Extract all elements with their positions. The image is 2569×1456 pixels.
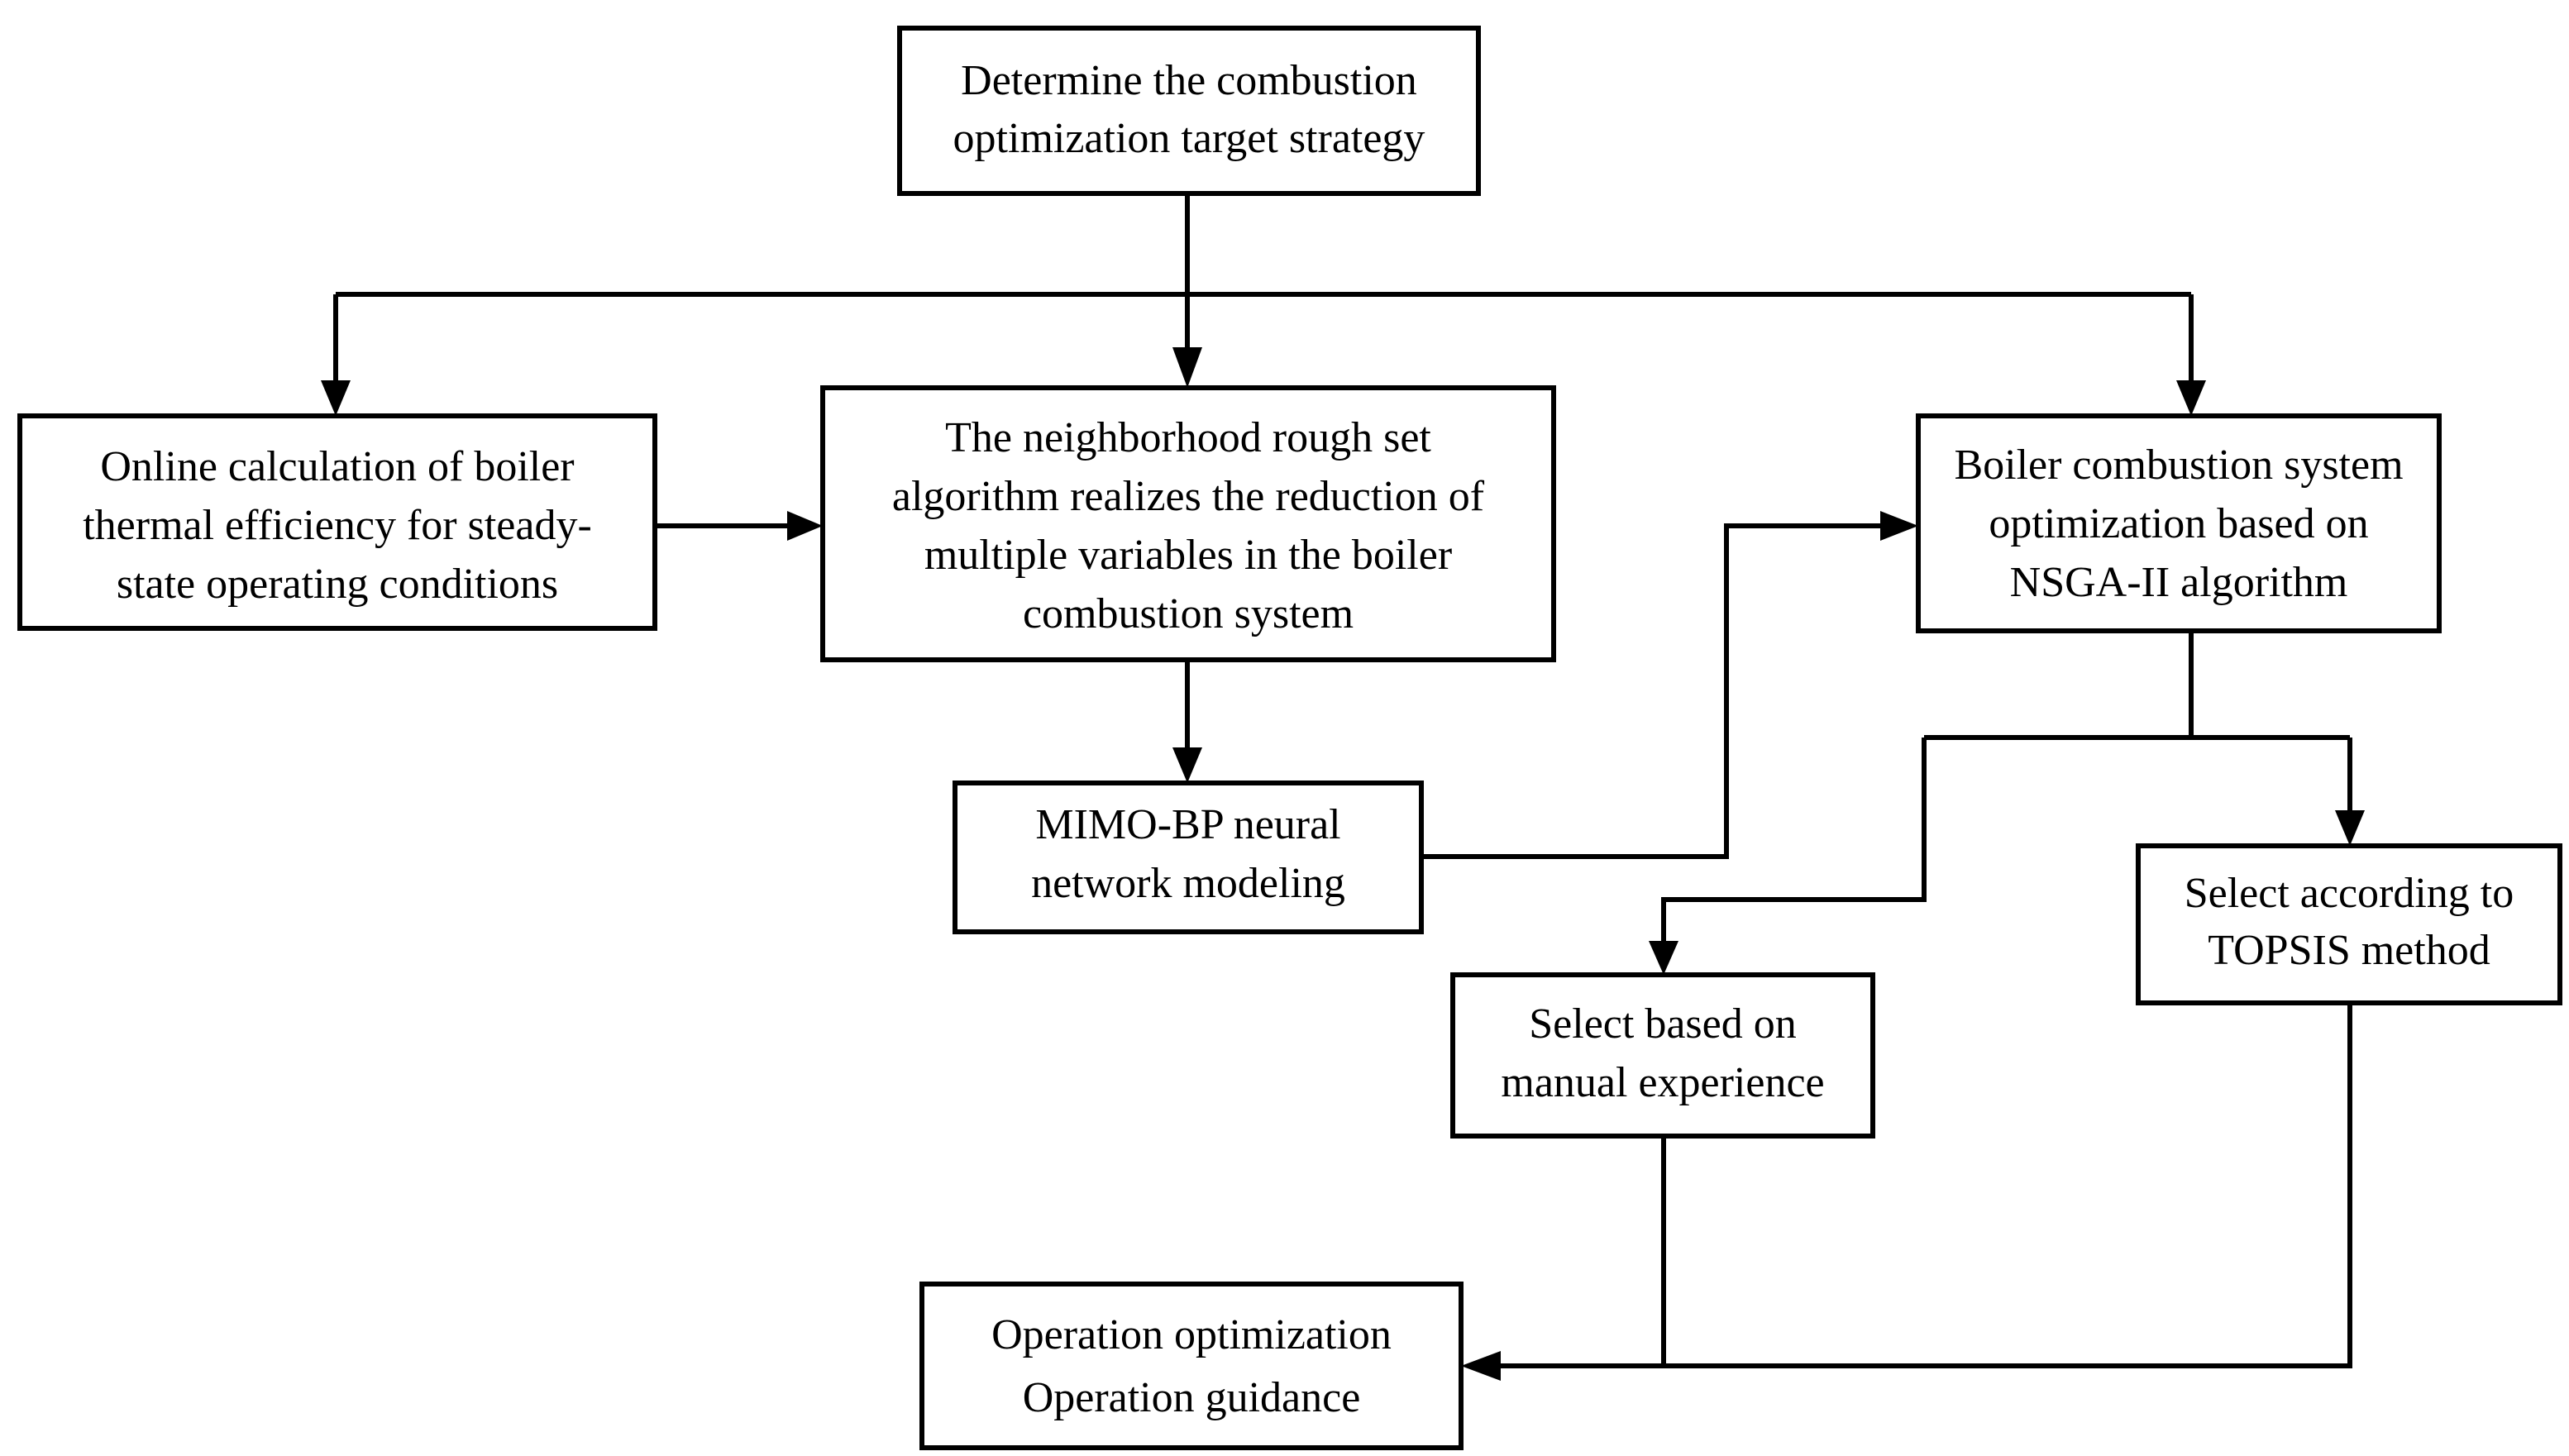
node-rough-set: The neighborhood rough set algorithm rea… bbox=[820, 385, 1556, 662]
node-efficiency: Online calculation of boiler thermal eff… bbox=[17, 413, 657, 631]
connector-mimo-bp-to-nsga bbox=[1421, 523, 1880, 859]
node-topsis-line-1: Select according to bbox=[2185, 870, 2514, 917]
node-efficiency-line-2: thermal efficiency for steady- bbox=[83, 502, 592, 549]
arrowhead-to-topsis bbox=[2335, 810, 2365, 846]
node-manual-line-2: manual experience bbox=[1501, 1059, 1824, 1106]
node-strategy: Determine the combustion optimization ta… bbox=[897, 26, 1481, 196]
arrowhead-to-efficiency bbox=[321, 380, 351, 416]
node-manual-line-1: Select based on bbox=[1529, 1000, 1796, 1048]
node-operation-line-1: Operation optimization bbox=[991, 1311, 1392, 1358]
node-nsga: Boiler combustion system optimization ba… bbox=[1916, 413, 2442, 633]
node-efficiency-line-3: state operating conditions bbox=[117, 561, 558, 608]
arrowhead-to-rough-set-left bbox=[787, 511, 823, 541]
node-topsis-line-2: TOPSIS method bbox=[2208, 927, 2490, 974]
node-mimo-bp: MIMO-BP neural network modeling bbox=[953, 781, 1424, 934]
connectors bbox=[333, 193, 2352, 1368]
connector-topsis-down bbox=[1501, 1003, 2352, 1368]
node-rough-set-line-1: The neighborhood rough set bbox=[945, 414, 1431, 461]
arrowhead-to-manual bbox=[1649, 941, 1678, 975]
node-mimo-bp-line-1: MIMO-BP neural bbox=[1035, 801, 1340, 848]
arrowhead-to-nsga-left bbox=[1880, 511, 1918, 541]
node-efficiency-line-1: Online calculation of boiler bbox=[100, 443, 574, 490]
arrowhead-to-operation bbox=[1461, 1351, 1501, 1381]
node-manual: Select based on manual experience bbox=[1450, 972, 1875, 1139]
connector-branch-to-manual bbox=[1661, 738, 1927, 941]
node-topsis: Select according to TOPSIS method bbox=[2136, 843, 2562, 1005]
node-operation-line-2: Operation guidance bbox=[1023, 1374, 1361, 1421]
node-rough-set-line-4: combustion system bbox=[1023, 590, 1354, 637]
arrowhead-to-rough-set-top bbox=[1172, 347, 1202, 388]
arrowhead-to-nsga-top bbox=[2176, 380, 2206, 416]
node-nsga-line-3: NSGA-II algorithm bbox=[2010, 559, 2348, 606]
node-rough-set-line-3: multiple variables in the boiler bbox=[924, 532, 1452, 579]
node-nsga-line-2: optimization based on bbox=[1989, 500, 2368, 547]
arrowhead-to-mimo-bp bbox=[1172, 747, 1202, 783]
node-mimo-bp-line-2: network modeling bbox=[1031, 860, 1345, 907]
node-operation: Operation optimization Operation guidanc… bbox=[919, 1282, 1464, 1450]
node-strategy-line-2: optimization target strategy bbox=[953, 115, 1425, 162]
arrowheads bbox=[321, 347, 2365, 1381]
node-nsga-line-1: Boiler combustion system bbox=[1954, 442, 2403, 489]
node-strategy-line-1: Determine the combustion bbox=[961, 57, 1417, 104]
node-rough-set-line-2: algorithm realizes the reduction of bbox=[892, 473, 1485, 520]
